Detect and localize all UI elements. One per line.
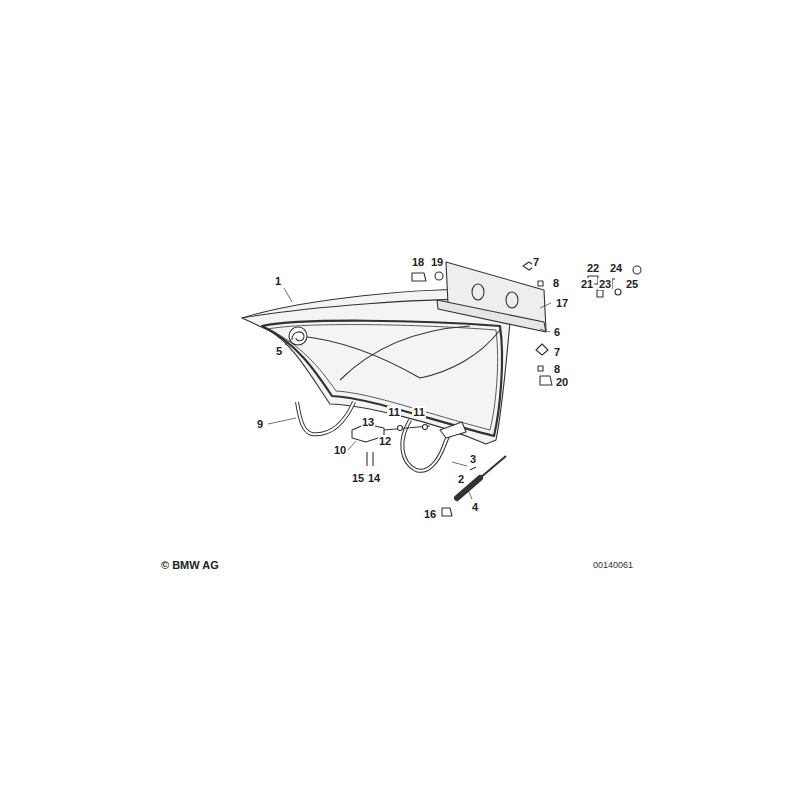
clip — [398, 426, 403, 431]
drawing-number: 00140061 — [592, 559, 634, 571]
callout-number: 4 — [471, 501, 479, 513]
leader-line — [452, 462, 467, 466]
callout-number: 8 — [553, 363, 561, 375]
callout-number: 19 — [430, 256, 444, 268]
callout-number: 2 — [457, 473, 465, 485]
clip — [540, 376, 552, 385]
screw — [538, 281, 543, 286]
copyright-note: © BMW AG — [160, 559, 220, 571]
hinge — [297, 402, 354, 434]
leader-line — [540, 303, 551, 308]
leader-line — [468, 490, 472, 499]
callout-number: 16 — [423, 508, 437, 520]
bolt — [372, 452, 373, 466]
callout-number: 3 — [469, 453, 477, 465]
callout-number: 12 — [378, 435, 392, 447]
callout-number: 10 — [333, 444, 347, 456]
clip — [423, 425, 428, 430]
leader-line — [348, 441, 356, 450]
seal-section — [292, 332, 304, 341]
trim-strip — [437, 300, 546, 332]
callout-number: 18 — [411, 256, 425, 268]
bolt — [470, 467, 476, 470]
panel-hole — [506, 292, 518, 308]
hinge — [297, 402, 354, 434]
seal — [262, 321, 502, 436]
callout-number: 13 — [361, 416, 375, 428]
gas-strut-rod — [480, 456, 506, 478]
callout-number: 22 — [586, 262, 600, 274]
callout-number: 25 — [625, 278, 639, 290]
leader-line — [268, 418, 296, 424]
washer — [615, 289, 621, 295]
plug — [597, 290, 603, 297]
callout-number: 14 — [367, 472, 381, 484]
callout-number: 9 — [256, 418, 264, 430]
bolt — [366, 452, 367, 466]
callout-number: 15 — [351, 472, 365, 484]
leader-line — [284, 288, 292, 302]
callout-number: 7 — [553, 346, 561, 358]
callout-number: 7 — [532, 256, 540, 268]
callout-number: 1 — [274, 275, 282, 287]
callout-number: 23 — [598, 278, 612, 290]
seal — [268, 325, 498, 430]
hinge-plate — [440, 422, 466, 438]
leader-line — [285, 340, 291, 345]
panel-hole — [472, 284, 484, 300]
callout-number: 8 — [552, 277, 560, 289]
clip — [412, 273, 426, 281]
nut — [435, 272, 443, 280]
clip — [442, 508, 452, 516]
clip — [536, 344, 548, 355]
callout-number: 24 — [609, 262, 623, 274]
seal-detail — [289, 327, 307, 345]
leader-line — [540, 329, 550, 332]
callout-number: 17 — [555, 297, 569, 309]
cap — [633, 266, 641, 274]
callout-number: 11 — [387, 406, 401, 418]
screw — [538, 366, 543, 371]
callout-number: 6 — [553, 326, 561, 338]
callout-number: 5 — [275, 345, 283, 357]
lid-inner-frame — [300, 330, 500, 378]
callout-number: 11 — [412, 406, 426, 418]
callout-number: 20 — [555, 376, 569, 388]
callout-number: 21 — [580, 278, 594, 290]
lid-inner-frame — [340, 326, 470, 380]
